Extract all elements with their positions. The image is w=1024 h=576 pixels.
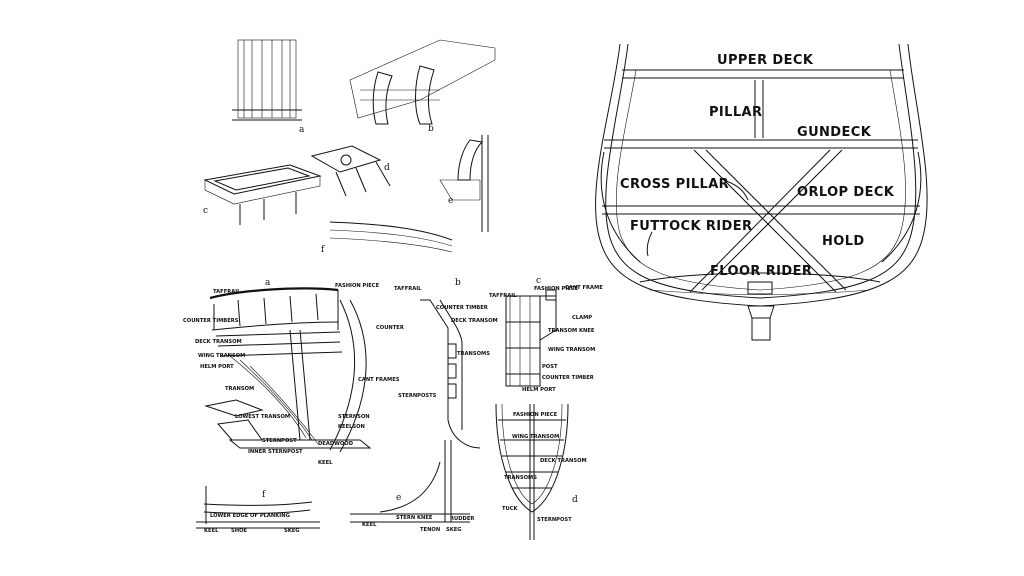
stern-knee-e bbox=[350, 440, 470, 523]
label-a-sternson: STERNSON bbox=[338, 414, 370, 420]
label-a-lowest-transom: LOWEST TRANSOM bbox=[235, 414, 290, 420]
label-a-helm-port: HELM PORT bbox=[200, 364, 234, 370]
label-c-clamp: CLAMP bbox=[572, 315, 592, 321]
keel-block bbox=[751, 317, 771, 341]
label-e-tenon: TENON bbox=[420, 527, 440, 533]
floor-rider bbox=[639, 272, 881, 283]
sketch-e bbox=[439, 135, 489, 232]
label-c-counter-timber: COUNTER TIMBER bbox=[542, 375, 594, 381]
stern-framing-a bbox=[204, 287, 372, 453]
label-a-sternpost: STERNPOST bbox=[262, 438, 297, 444]
label-c-fashion-piece: FASHION PIECE bbox=[534, 286, 579, 292]
label-b-counter-timber: COUNTER TIMBER bbox=[436, 305, 488, 311]
label-a-counter-timbers: COUNTER TIMBERS bbox=[183, 318, 239, 324]
stern-view-d bbox=[495, 403, 569, 540]
label-c-transom-knee: TRANSOM KNEE bbox=[548, 328, 595, 334]
label-e-stern-knee: STERN KNEE bbox=[396, 515, 433, 521]
label-pillar: PILLAR bbox=[709, 105, 762, 120]
label-a-keelson: KEELSON bbox=[338, 424, 365, 430]
label-d-fashion-piece: FASHION PIECE bbox=[513, 412, 558, 418]
label-c-cant-frame: CANT FRAME bbox=[565, 285, 603, 291]
label-futtock-rider: FUTTOCK RIDER bbox=[630, 219, 752, 234]
label-d-transoms: TRANSOMS bbox=[504, 475, 537, 481]
label-a-counter: COUNTER bbox=[376, 325, 404, 331]
label-a-inner-sternpost: INNER STERNPOST bbox=[248, 449, 303, 455]
letter-e: e bbox=[396, 493, 401, 503]
label-e-skeg: SKEG bbox=[446, 527, 462, 533]
leader-cross-pillar bbox=[725, 180, 749, 201]
sketch-a bbox=[232, 39, 302, 121]
label-f-skeg: SKEG bbox=[284, 528, 300, 534]
letter-top-a: a bbox=[299, 125, 305, 135]
letter-d: d bbox=[572, 495, 578, 505]
letter-top-e: e bbox=[448, 196, 453, 206]
label-d-tuck: TUCK bbox=[502, 506, 519, 512]
letter-top-f: f bbox=[321, 245, 325, 255]
label-f-shoe: SHOE bbox=[231, 528, 247, 534]
label-orlop-deck: ORLOP DECK bbox=[797, 185, 895, 200]
label-hold: HOLD bbox=[822, 234, 865, 249]
futtock-rider-left bbox=[600, 151, 641, 263]
label-b-deck-transom: DECK TRANSOM bbox=[451, 318, 498, 324]
hull-ceiling bbox=[615, 69, 906, 291]
letter-a: a bbox=[265, 278, 271, 288]
stern-profile-b bbox=[420, 299, 481, 449]
cross-pillar-a bbox=[693, 149, 837, 293]
cross-pillar-b bbox=[701, 149, 843, 291]
planking-f bbox=[196, 486, 320, 529]
label-a-keel: KEEL bbox=[318, 460, 333, 466]
letter-c: c bbox=[536, 276, 541, 286]
label-b-sternposts: STERNPOSTS bbox=[398, 393, 437, 399]
label-a-deck-transom: DECK TRANSOM bbox=[195, 339, 242, 345]
sketch-c bbox=[203, 164, 322, 225]
hull-cross-section bbox=[595, 43, 928, 341]
label-c-post: POST bbox=[542, 364, 558, 370]
letter-f: f bbox=[262, 490, 266, 500]
label-f-keel: KEEL bbox=[204, 528, 219, 534]
label-e-rudder: RUDDER bbox=[450, 516, 474, 522]
label-a-taffrail: TAFFRAIL bbox=[213, 289, 241, 295]
stern-section-c bbox=[505, 289, 557, 387]
label-cross-pillar: CROSS PILLAR bbox=[620, 177, 729, 192]
label-e-keel: KEEL bbox=[362, 522, 377, 528]
label-b-taffrail: TAFFRAIL bbox=[394, 286, 422, 292]
leader-futtock-rider bbox=[646, 231, 653, 257]
label-d-sternpost: STERNPOST bbox=[537, 517, 572, 523]
label-d-wing-transom: WING TRANSOM bbox=[512, 434, 559, 440]
label-a-deadwood: DEADWOOD bbox=[318, 441, 354, 447]
label-a-transom: TRANSOM bbox=[225, 386, 254, 392]
label-a-wing-transom: WING TRANSOM bbox=[198, 353, 245, 359]
sketch-b bbox=[349, 39, 496, 125]
label-d-deck-transom: DECK TRANSOM bbox=[540, 458, 587, 464]
label-floor-rider: FLOOR RIDER bbox=[710, 264, 812, 279]
label-a-fashion-piece: FASHION PIECE bbox=[335, 283, 380, 289]
sketch-f bbox=[329, 221, 453, 253]
label-a-cant-frames: CANT FRAMES bbox=[358, 377, 400, 383]
sketch-d bbox=[310, 145, 391, 197]
deadwood bbox=[228, 439, 372, 449]
label-f-lower-edge: LOWER EDGE OF PLANKING bbox=[210, 513, 290, 519]
hull-inner bbox=[605, 43, 917, 299]
label-b-transoms: TRANSOMS bbox=[457, 351, 490, 357]
label-upper-deck: UPPER DECK bbox=[717, 53, 814, 68]
label-c-taffrail: TAFFRAIL bbox=[489, 293, 517, 299]
letter-top-c: c bbox=[203, 206, 208, 216]
letter-top-b: b bbox=[428, 124, 434, 134]
label-gundeck: GUNDECK bbox=[797, 125, 872, 140]
letter-top-d: d bbox=[384, 163, 390, 173]
label-c-helm-port: HELM PORT bbox=[522, 387, 556, 393]
label-c-wing-transom: WING TRANSOM bbox=[548, 347, 595, 353]
letter-b: b bbox=[455, 278, 461, 288]
